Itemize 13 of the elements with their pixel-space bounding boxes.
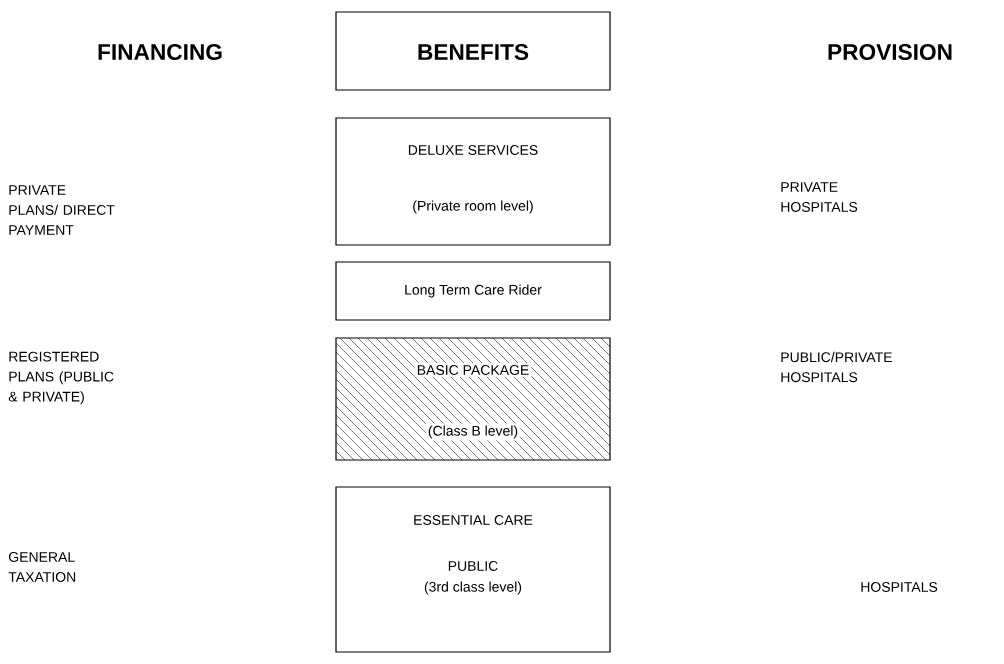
side-label: GENERAL TAXATION bbox=[8, 552, 76, 582]
side-label: PRIVATE HOSPITALS bbox=[781, 182, 858, 212]
box: BENEFITS bbox=[335, 11, 611, 91]
box: Long Term Care Rider bbox=[335, 261, 611, 321]
side-label: REGISTERED PLANS (PUBLIC & PRIVATE) bbox=[8, 351, 114, 405]
column-heading: PROVISION bbox=[828, 43, 952, 61]
side-label: HOSPITALS bbox=[861, 582, 938, 592]
side-label: PUBLIC/PRIVATE HOSPITALS bbox=[781, 351, 892, 383]
column-heading: FINANCING bbox=[98, 43, 222, 61]
hatched-box: BASIC PACKAGE (Class B level) bbox=[335, 337, 611, 461]
box: DELUXE SERVICES (Private room level) bbox=[335, 117, 611, 246]
side-label: PRIVATE PLANS/ DIRECT PAYMENT bbox=[9, 185, 115, 235]
box: ESSENTIAL CARE PUBLIC (3rd class level) bbox=[335, 486, 611, 653]
